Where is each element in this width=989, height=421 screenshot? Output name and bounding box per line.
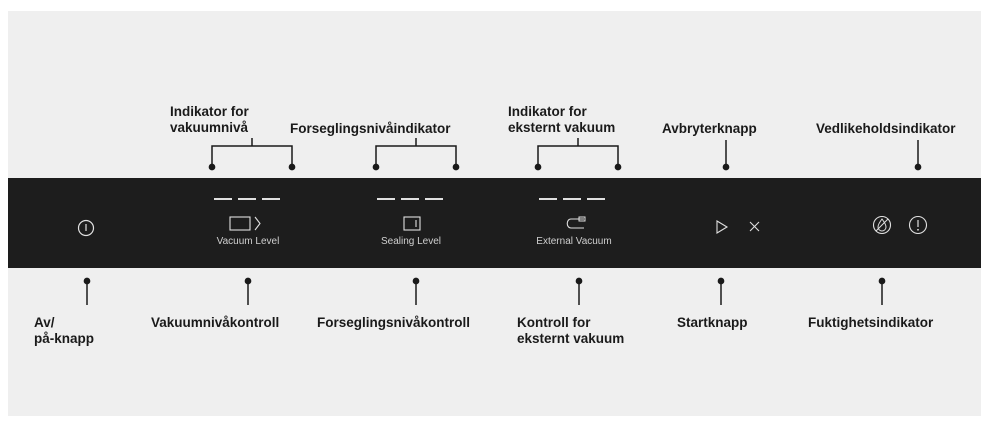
label-line-2: eksternt vakuum (517, 331, 625, 346)
dot (614, 163, 622, 171)
cancel-button[interactable] (746, 218, 764, 236)
dot (288, 163, 296, 171)
moisture-indicator (871, 214, 893, 236)
label-moisture-indicator: Fuktighetsindikator (808, 315, 934, 330)
external-vacuum-caption: External Vacuum (536, 236, 612, 247)
dot (722, 163, 730, 171)
close-icon (749, 221, 760, 232)
start-button[interactable] (713, 217, 731, 237)
sealing-level-segment (425, 198, 443, 200)
sealing-level-caption: Sealing Level (380, 236, 442, 247)
label-start-button: Startknapp (677, 315, 748, 330)
label-cancel-button: Avbryterknapp (662, 121, 757, 136)
external-hose-icon (566, 216, 586, 229)
label-power-button: Av/ på-knapp (34, 315, 94, 347)
label-line-1: Indikator for (170, 104, 249, 119)
dot (534, 163, 542, 171)
dot (452, 163, 460, 171)
maintenance-indicator (907, 214, 929, 236)
vacuum-level-caption: Vacuum Level (216, 236, 280, 247)
power-icon (77, 219, 95, 237)
vacuum-level-segment (262, 198, 280, 200)
external-vacuum-button[interactable]: External Vacuum (514, 212, 634, 252)
label-external-vacuum-control: Kontroll for eksternt vakuum (517, 315, 624, 347)
label-line-1: Av/ (34, 315, 55, 330)
vacuum-bag-icon (229, 216, 261, 231)
vacuum-level-button[interactable]: Vacuum Level (188, 212, 308, 252)
bracket-external-indicator (537, 138, 619, 166)
play-icon (716, 220, 729, 234)
label-sealing-level-control: Forseglingsnivåkontroll (317, 315, 471, 330)
label-line-2: på-knapp (34, 331, 95, 346)
alert-icon (908, 215, 928, 235)
external-vacuum-segment (539, 198, 557, 200)
external-vacuum-segment (587, 198, 605, 200)
bracket-vacuum-indicator (211, 138, 293, 166)
label-line-1: Kontroll for (517, 315, 591, 330)
label-external-vacuum-indicator: Indikator for eksternt vakuum (508, 104, 615, 136)
external-vacuum-segment (563, 198, 581, 200)
vacuum-level-segment (214, 198, 232, 200)
label-vacuum-level-control: Vakuumnivåkontroll (151, 315, 280, 330)
moisture-crossed-icon (872, 215, 892, 235)
label-vacuum-level-indicator: Indikator for vakuumnivå (170, 104, 249, 136)
dot (914, 163, 922, 171)
label-sealing-level-indicator: Forseglingsnivåindikator (290, 121, 451, 136)
bracket-sealing-indicator (375, 138, 457, 166)
control-panel (8, 178, 981, 268)
label-line-2: eksternt vakuum (508, 120, 616, 135)
sealing-bar-icon (403, 216, 421, 231)
vacuum-level-segment (238, 198, 256, 200)
label-line-1: Indikator for (508, 104, 587, 119)
sealing-level-button[interactable]: Sealing Level (351, 212, 471, 252)
label-line-2: vakuumnivå (170, 120, 249, 135)
power-button[interactable] (75, 217, 97, 239)
dot (372, 163, 380, 171)
label-maintenance-indicator: Vedlikeholdsindikator (816, 121, 956, 136)
sealing-level-segment (401, 198, 419, 200)
sealing-level-segment (377, 198, 395, 200)
dot (208, 163, 216, 171)
